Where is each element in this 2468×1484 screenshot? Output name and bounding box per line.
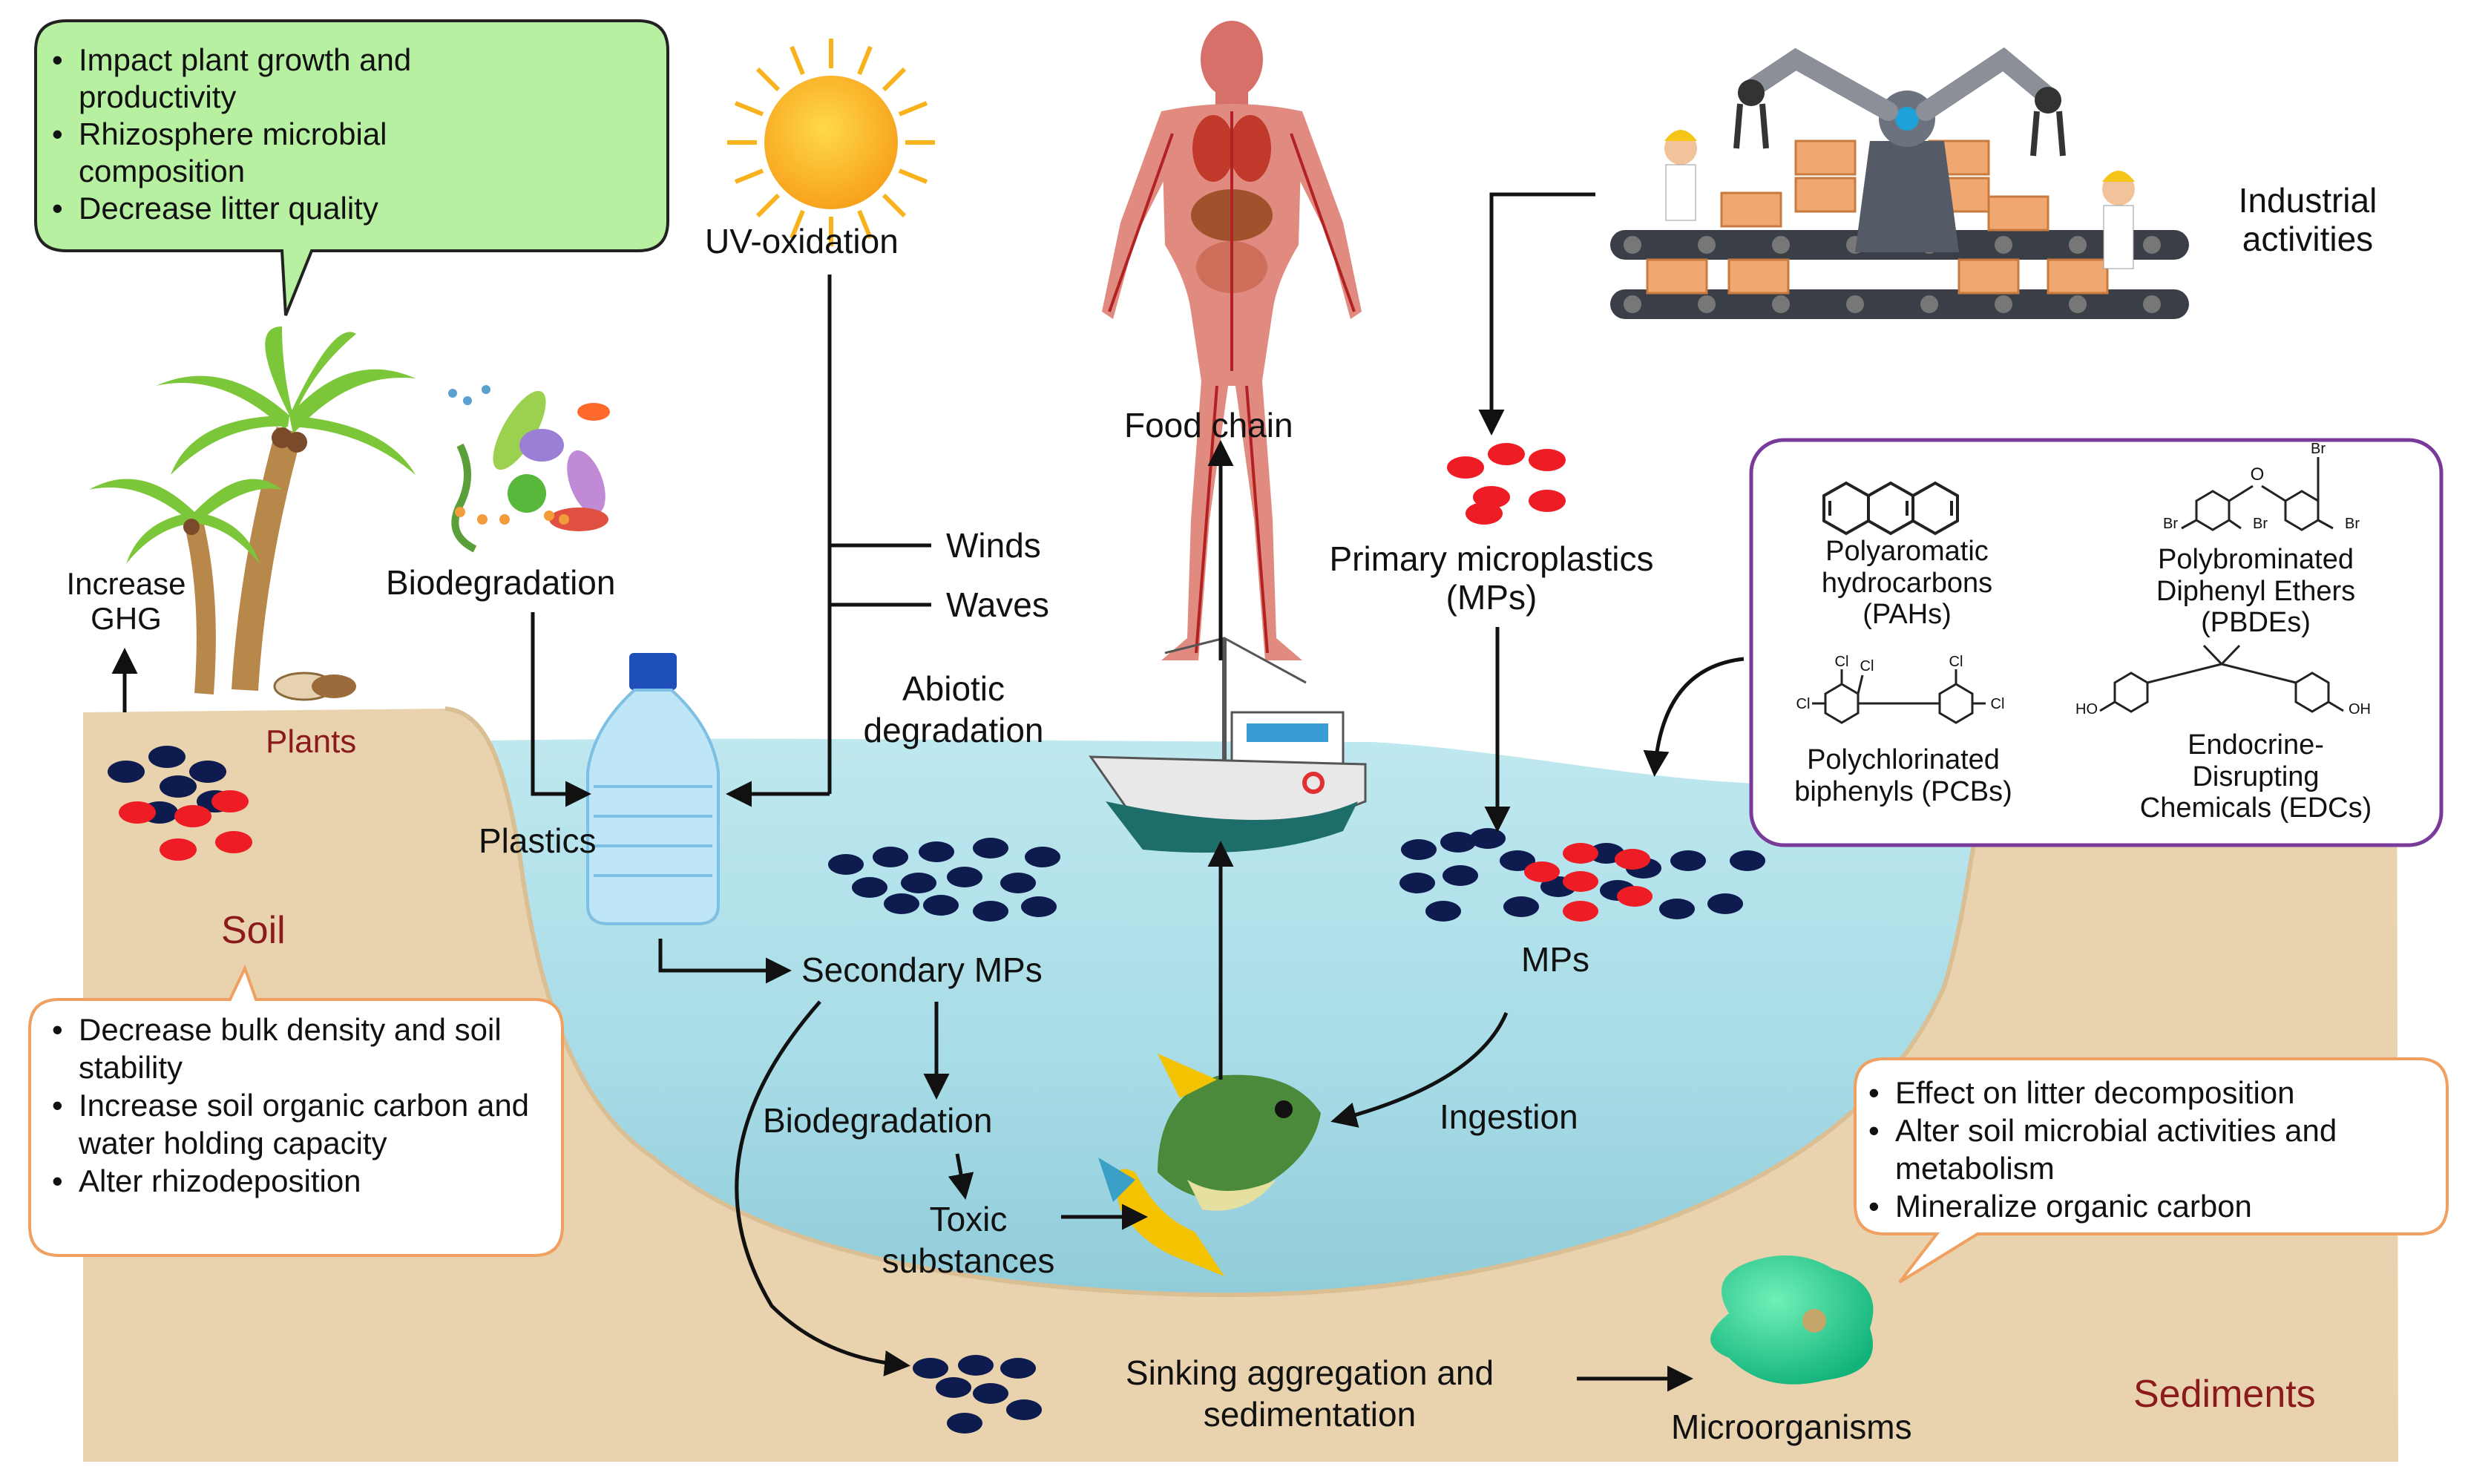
abiotic-degradation-label: Abiotic degradation bbox=[824, 668, 1083, 751]
primary-microplastics-label: Primary microplastics (MPs) bbox=[1276, 539, 1707, 617]
edcs-label: Endocrine- Disrupting Chemicals (EDCs) bbox=[2115, 729, 2397, 824]
label-line: (MPs) bbox=[1445, 577, 1537, 617]
label-line: biphenyls (PCBs) bbox=[1794, 775, 2012, 807]
increase-ghg-label: Increase GHG bbox=[45, 566, 208, 636]
plant-effect-item: Rhizosphere microbial composition bbox=[46, 116, 524, 190]
label-line: Polybrominated bbox=[2157, 544, 2354, 575]
ingestion-label: Ingestion bbox=[1440, 1097, 1578, 1136]
label-line: Sinking aggregation and bbox=[1125, 1353, 1494, 1392]
sediment-effects-list: Effect on litter decomposition Alter soi… bbox=[1863, 1074, 2441, 1225]
food-chain-label: Food chain bbox=[1124, 406, 1293, 444]
atom-cl: Cl bbox=[1949, 654, 1963, 670]
plants-label: Plants bbox=[266, 723, 357, 760]
atom-cl: Cl bbox=[1860, 658, 1874, 674]
label-line: (PAHs) bbox=[1863, 599, 1952, 631]
sediment-effect-item: Alter soil microbial activities and meta… bbox=[1863, 1112, 2415, 1187]
sun-icon bbox=[727, 39, 935, 246]
label-line: Polyaromatic bbox=[1825, 536, 1989, 567]
plant-effect-item: Impact plant growth and productivity bbox=[46, 42, 561, 116]
soil-effect-item: Decrease bulk density and soil stability bbox=[46, 1011, 524, 1086]
uv-oxidation-label: UV-oxidation bbox=[705, 222, 899, 260]
pahs-label: Polyaromatic hydrocarbons (PAHs) bbox=[1766, 536, 2048, 631]
flow-arrows bbox=[111, 192, 1745, 1392]
atom-o: O bbox=[2251, 464, 2265, 485]
waves-label: Waves bbox=[946, 585, 1049, 624]
pcb-structure-icon bbox=[1812, 669, 1986, 724]
atom-cl: Cl bbox=[1835, 654, 1849, 670]
label-line: GHG bbox=[91, 601, 162, 637]
soil-effect-item: Alter rhizodeposition bbox=[46, 1162, 551, 1200]
label-line: Abiotic bbox=[902, 669, 1005, 708]
palm-tree-icon bbox=[89, 326, 416, 701]
atom-cl: Cl bbox=[1796, 696, 1811, 712]
label-line: Increase bbox=[66, 566, 186, 601]
plant-effect-item: Decrease litter quality bbox=[46, 190, 654, 227]
fish-icon bbox=[1098, 1054, 1321, 1276]
label-line: Toxic bbox=[929, 1200, 1008, 1238]
label-line: Polychlorinated bbox=[1807, 744, 2000, 775]
pollutant-box bbox=[1749, 438, 2444, 847]
label-line: Disrupting bbox=[2192, 761, 2320, 792]
atom-oh: OH bbox=[2349, 701, 2371, 718]
winds-label: Winds bbox=[946, 526, 1041, 565]
microplastic-particles bbox=[108, 443, 1765, 1434]
toxic-substances-label: Toxic substances bbox=[838, 1198, 1098, 1281]
label-line: substances bbox=[882, 1241, 1055, 1280]
label-line: hydrocarbons bbox=[1821, 567, 1993, 599]
fishing-boat-icon bbox=[1089, 637, 1367, 853]
label-line: sedimentation bbox=[1203, 1395, 1417, 1434]
pcbs-label: Polychlorinated biphenyls (PCBs) bbox=[1762, 744, 2044, 807]
plastics-label: Plastics bbox=[479, 821, 597, 860]
label-line: Chemicals (EDCs) bbox=[2139, 792, 2372, 824]
industrial-robot-icon bbox=[1610, 47, 2189, 319]
soil-effect-item: Increase soil organic carbon and water h… bbox=[46, 1086, 554, 1162]
label-line: Primary microplastics bbox=[1329, 539, 1654, 578]
industrial-activities-label: Industrial activities bbox=[2189, 181, 2426, 258]
atom-cl: Cl bbox=[1991, 696, 2005, 712]
secondary-mps-label: Secondary MPs bbox=[801, 951, 1043, 989]
microorganism-icon bbox=[1710, 1255, 1874, 1385]
atom-br: Br bbox=[2345, 516, 2360, 532]
sinking-sedimentation-label: Sinking aggregation and sedimentation bbox=[1061, 1352, 1558, 1435]
label-line: Diphenyl Ethers bbox=[2156, 575, 2356, 607]
label-line: Industrial bbox=[2238, 181, 2377, 220]
bacteria-icon bbox=[448, 385, 610, 553]
pah-structure-icon bbox=[1822, 481, 1959, 536]
atom-br: Br bbox=[2311, 441, 2326, 457]
microorganisms-label: Microorganisms bbox=[1671, 1408, 1912, 1446]
label-line: degradation bbox=[863, 711, 1044, 749]
plastic-bottle-icon bbox=[586, 653, 720, 925]
atom-br: Br bbox=[2163, 516, 2178, 532]
edc-structure-icon bbox=[2099, 644, 2344, 713]
biodegradation-label: Biodegradation bbox=[386, 563, 616, 602]
human-body-icon bbox=[1102, 21, 1362, 660]
label-line: Endocrine- bbox=[2188, 729, 2324, 761]
sediments-label: Sediments bbox=[2133, 1373, 2316, 1416]
sediment-effect-item: Mineralize organic carbon bbox=[1863, 1187, 2441, 1225]
atom-ho: HO bbox=[2075, 701, 2098, 718]
soil-label: Soil bbox=[221, 909, 286, 952]
plant-effects-list: Impact plant growth and productivity Rhi… bbox=[46, 42, 654, 227]
biodegradation-water-label: Biodegradation bbox=[763, 1101, 993, 1140]
soil-effects-list: Decrease bulk density and soil stability… bbox=[46, 1011, 551, 1200]
label-line: activities bbox=[2242, 219, 2374, 258]
pbde-structure-icon bbox=[2181, 457, 2334, 531]
mps-label: MPs bbox=[1521, 940, 1589, 979]
pbdes-label: Polybrominated Diphenyl Ethers (PBDEs) bbox=[2115, 544, 2397, 639]
atom-br: Br bbox=[2253, 516, 2268, 532]
sediment-effect-item: Effect on litter decomposition bbox=[1863, 1074, 2441, 1112]
label-line: (PBDEs) bbox=[2201, 607, 2311, 639]
